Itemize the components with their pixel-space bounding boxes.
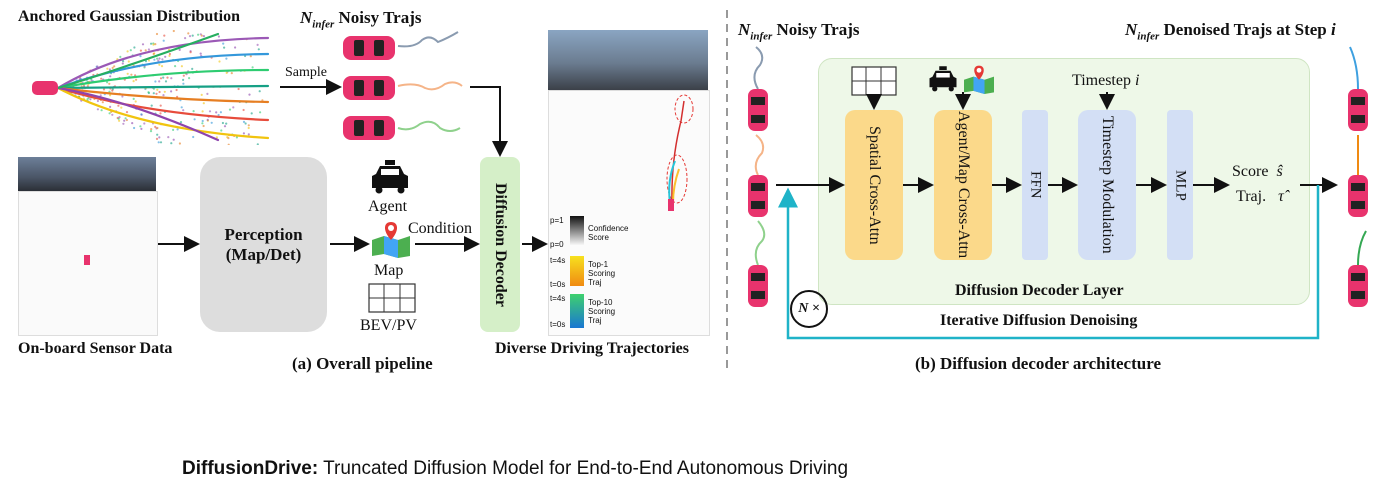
- agent-label: Agent: [368, 198, 408, 215]
- iterative-label: Iterative Diffusion Denoising: [940, 312, 1138, 329]
- map-small-icon: [964, 65, 994, 94]
- legend-top10: Top-10 Scoring Traj: [588, 298, 616, 325]
- timestep-label: Timestep i: [1072, 72, 1140, 89]
- taxi-icon: [372, 160, 408, 194]
- legend-top1: Top-1 Scoring Traj: [588, 260, 616, 287]
- caption-a: (a) Overall pipeline: [292, 354, 433, 373]
- paper-title: DiffusionDrive: Truncated Diffusion Mode…: [182, 458, 849, 479]
- sample-label: Sample: [285, 65, 327, 80]
- legend-p0: p=0: [550, 240, 564, 249]
- spatial-cross-attn-block: Spatial Cross-Attn: [845, 110, 903, 260]
- score-label: Score ŝ: [1232, 163, 1283, 180]
- layer-label: Diffusion Decoder Layer: [955, 282, 1124, 299]
- gaussian-trajectory-image: [32, 30, 270, 145]
- sensor-bev-image: [18, 191, 158, 336]
- trajectory-camera-image: [548, 30, 708, 90]
- legend-t4b: t=4s: [550, 294, 566, 303]
- condition-label: Condition: [408, 220, 473, 237]
- noisy-cars-right: [748, 46, 768, 307]
- traj-label: Traj. τ̂: [1236, 188, 1284, 205]
- caption-b: (b) Diffusion decoder architecture: [915, 354, 1161, 373]
- diverse-label: Diverse Driving Trajectories: [495, 340, 690, 357]
- loop-count-icon: N ×: [790, 290, 828, 328]
- legend-t0b: t=0s: [550, 320, 566, 329]
- noisy-cars-left: [343, 31, 463, 140]
- confidence-colorbar: [570, 216, 584, 246]
- noisy-trajs-title-left: Ninfer Noisy Trajs: [300, 8, 422, 31]
- anchored-gaussian-title: Anchored Gaussian Distribution: [18, 8, 240, 25]
- top1-colorbar: [570, 256, 584, 286]
- noisy-trajs-title-right: Ninfer Noisy Trajs: [738, 20, 860, 43]
- taxi-small-icon: [929, 66, 957, 92]
- legend-t4a: t=4s: [550, 256, 566, 265]
- bevpv-label: BEV/PV: [360, 317, 417, 334]
- bev-grid-icon: [851, 66, 897, 96]
- grid-icon: [368, 283, 416, 313]
- denoised-title: Ninfer Denoised Trajs at Step i: [1125, 20, 1336, 43]
- map-icon: [372, 222, 410, 258]
- map-label: Map: [374, 262, 404, 279]
- diffusion-decoder-block: Diffusion Decoder: [480, 157, 520, 332]
- legend-t0a: t=0s: [550, 280, 566, 289]
- denoised-cars: [1348, 46, 1368, 307]
- legend-confidence: Confidence Score: [588, 224, 629, 242]
- perception-block: Perception (Map/Det): [200, 157, 327, 332]
- legend-p1: p=1: [550, 216, 564, 225]
- sensor-camera-image: [18, 157, 156, 191]
- top10-colorbar: [570, 294, 584, 328]
- mlp-block: MLP: [1167, 110, 1193, 260]
- agent-map-cross-attn-block: Agent/Map Cross-Attn: [934, 110, 992, 260]
- timestep-modulation-block: Timestep Modulation: [1078, 110, 1136, 260]
- ffn-block: FFN: [1022, 110, 1048, 260]
- sensor-label: On-board Sensor Data: [18, 340, 173, 357]
